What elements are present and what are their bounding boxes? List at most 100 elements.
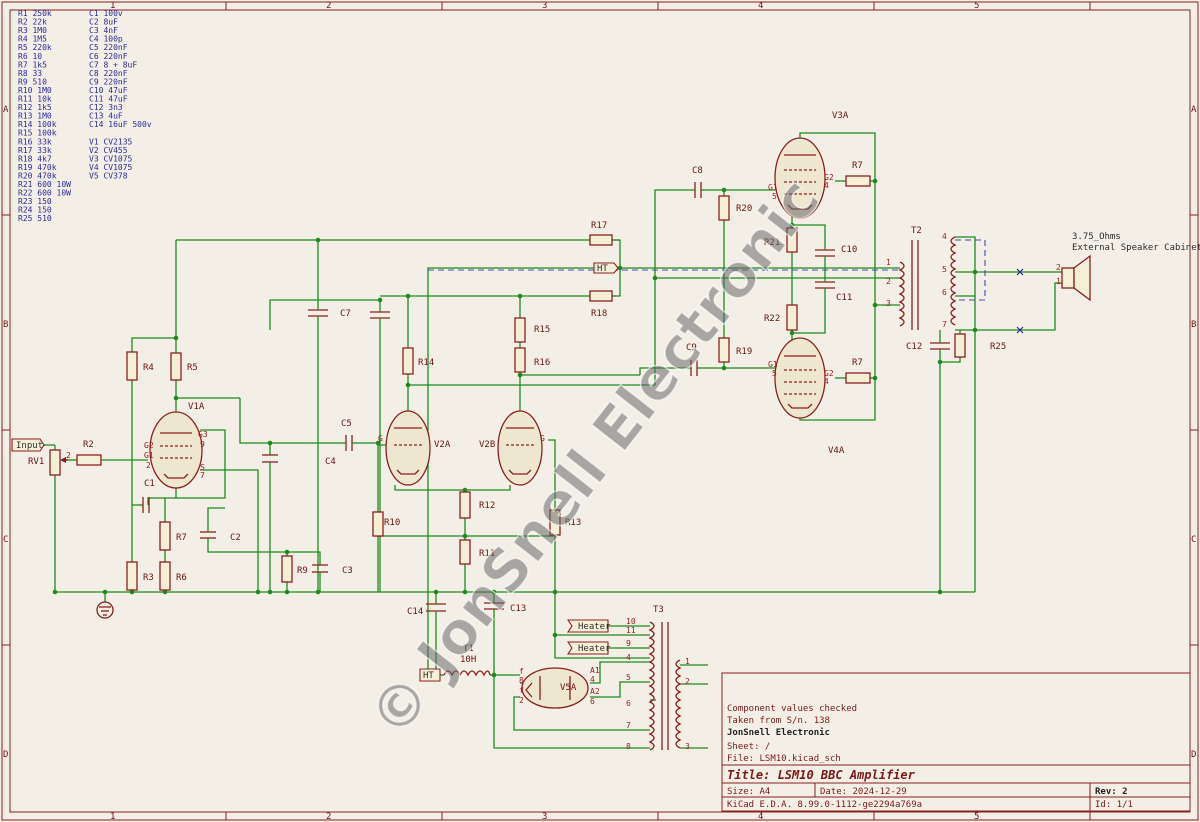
potentiometer-rv1[interactable] xyxy=(49,449,68,476)
capacitor-c8[interactable] xyxy=(690,182,706,198)
resistor-r20[interactable] xyxy=(718,195,730,221)
resistor-r11[interactable] xyxy=(459,539,471,565)
valve-v4a[interactable] xyxy=(774,337,826,419)
ref-c14: C14 xyxy=(407,607,423,617)
svg-text:2: 2 xyxy=(66,451,71,460)
ref-r21: R21 xyxy=(764,238,780,248)
choke-t1[interactable] xyxy=(443,670,491,677)
resistor-r4[interactable] xyxy=(126,351,138,381)
svg-text:2: 2 xyxy=(1056,263,1061,272)
col-label: 1 xyxy=(110,812,115,822)
title-block: Component values checked Taken from S/n.… xyxy=(721,672,1191,812)
svg-text:f: f xyxy=(519,667,524,676)
legend-item: C14 16uF 500v xyxy=(89,120,152,129)
svg-text:10: 10 xyxy=(626,617,636,626)
legend-item: R9 510 xyxy=(18,77,47,86)
ref-c4: C4 xyxy=(325,457,336,467)
resistor-r9[interactable] xyxy=(281,555,293,583)
resistor-r21[interactable] xyxy=(786,227,798,253)
svg-text:11: 11 xyxy=(626,626,636,635)
ref-r16: R16 xyxy=(534,358,550,368)
capacitor-c2[interactable] xyxy=(200,522,216,548)
ref-r7b: R7 xyxy=(852,161,863,171)
legend-item: R24 150 xyxy=(18,206,52,215)
valve-v1a[interactable] xyxy=(149,411,203,489)
resistor-r19[interactable] xyxy=(718,337,730,363)
legend-item: R4 1M5 xyxy=(18,35,47,44)
legend-item: R1 250k xyxy=(18,9,52,18)
legend-item: C8 220nF xyxy=(89,69,128,78)
capacitor-c11[interactable] xyxy=(815,280,835,292)
resistor-r22[interactable] xyxy=(786,304,798,331)
capacitor-c4[interactable] xyxy=(262,454,278,470)
capacitor-c14[interactable] xyxy=(426,600,446,618)
legend-item: V4 CV1075 xyxy=(89,163,133,172)
legend-item: R5 220k xyxy=(18,43,52,52)
resistor-r17[interactable] xyxy=(589,234,613,246)
resistor-r2[interactable] xyxy=(76,454,102,466)
mains-transformer-t3[interactable] xyxy=(648,621,682,751)
svg-text:5: 5 xyxy=(772,192,777,201)
svg-text:4: 4 xyxy=(942,232,947,241)
ref-v5a: V5A xyxy=(560,683,577,693)
speaker-value: 3.75_Ohms xyxy=(1072,232,1121,242)
svg-text:G1: G1 xyxy=(768,183,778,192)
resistor-r3[interactable] xyxy=(126,561,138,591)
output-transformer-t2[interactable] xyxy=(898,236,957,330)
svg-text:f: f xyxy=(519,686,524,695)
resistor-r12[interactable] xyxy=(459,491,471,519)
legend-item: R15 100k xyxy=(18,129,57,138)
svg-text:8: 8 xyxy=(626,742,631,751)
resistor-r16[interactable] xyxy=(514,347,526,373)
resistor-r10[interactable] xyxy=(372,511,384,537)
legend-item: V3 CV1075 xyxy=(89,154,133,163)
capacitors xyxy=(132,182,950,618)
capacitor-c1[interactable] xyxy=(132,497,150,513)
resistor-r18[interactable] xyxy=(589,290,613,302)
valve-v2b[interactable] xyxy=(497,410,543,486)
ref-t1-value: 10H xyxy=(460,655,476,665)
ground-icon xyxy=(96,601,114,619)
resistor-r15[interactable] xyxy=(514,317,526,343)
capacitor-c12[interactable] xyxy=(930,338,950,354)
svg-text:6: 6 xyxy=(626,699,631,708)
capacitor-c13[interactable] xyxy=(484,600,504,614)
svg-text:1: 1 xyxy=(685,657,690,666)
valve-v3a[interactable] xyxy=(774,137,826,219)
title-block-title: Title: LSM10 BBC Amplifier xyxy=(727,768,916,782)
capacitor-c7[interactable] xyxy=(308,300,390,325)
legend-item: C3 4nF xyxy=(89,26,118,35)
svg-text:2: 2 xyxy=(886,277,891,286)
resistor-r7[interactable] xyxy=(159,521,171,551)
resistor-r13[interactable] xyxy=(549,509,561,536)
ref-r5: R5 xyxy=(187,363,198,373)
capacitor-c10[interactable] xyxy=(815,245,835,258)
ref-r15: R15 xyxy=(534,325,550,335)
resistor-r7-v4[interactable] xyxy=(845,372,871,384)
svg-text:8: 8 xyxy=(519,676,524,685)
row-label: A xyxy=(3,105,9,115)
resistor-r6[interactable] xyxy=(159,561,171,591)
valve-v2a[interactable] xyxy=(385,410,431,486)
ref-r9: R9 xyxy=(297,566,308,576)
title-block-file: File: LSM10.kicad_sch xyxy=(727,754,841,764)
resistor-r25[interactable] xyxy=(954,333,966,358)
ref-c11: C11 xyxy=(836,293,852,303)
title-block-size: Size: A4 xyxy=(727,787,770,797)
ref-rv1: RV1 xyxy=(28,457,44,467)
resistor-r7-v3[interactable] xyxy=(845,175,871,187)
valve-v5a[interactable] xyxy=(521,667,589,709)
row-label: D xyxy=(3,750,8,760)
svg-text:G: G xyxy=(540,434,545,443)
capacitor-c3[interactable] xyxy=(312,564,328,580)
ref-c8: C8 xyxy=(692,166,703,176)
resistor-r5[interactable] xyxy=(170,352,182,381)
ref-r12: R12 xyxy=(479,501,495,511)
svg-text:4: 4 xyxy=(626,653,631,662)
capacitor-c9[interactable] xyxy=(686,360,702,376)
ref-c3: C3 xyxy=(342,566,353,576)
resistor-r14[interactable] xyxy=(402,347,414,375)
capacitor-c5[interactable] xyxy=(340,435,358,451)
ref-r22: R22 xyxy=(764,314,780,324)
